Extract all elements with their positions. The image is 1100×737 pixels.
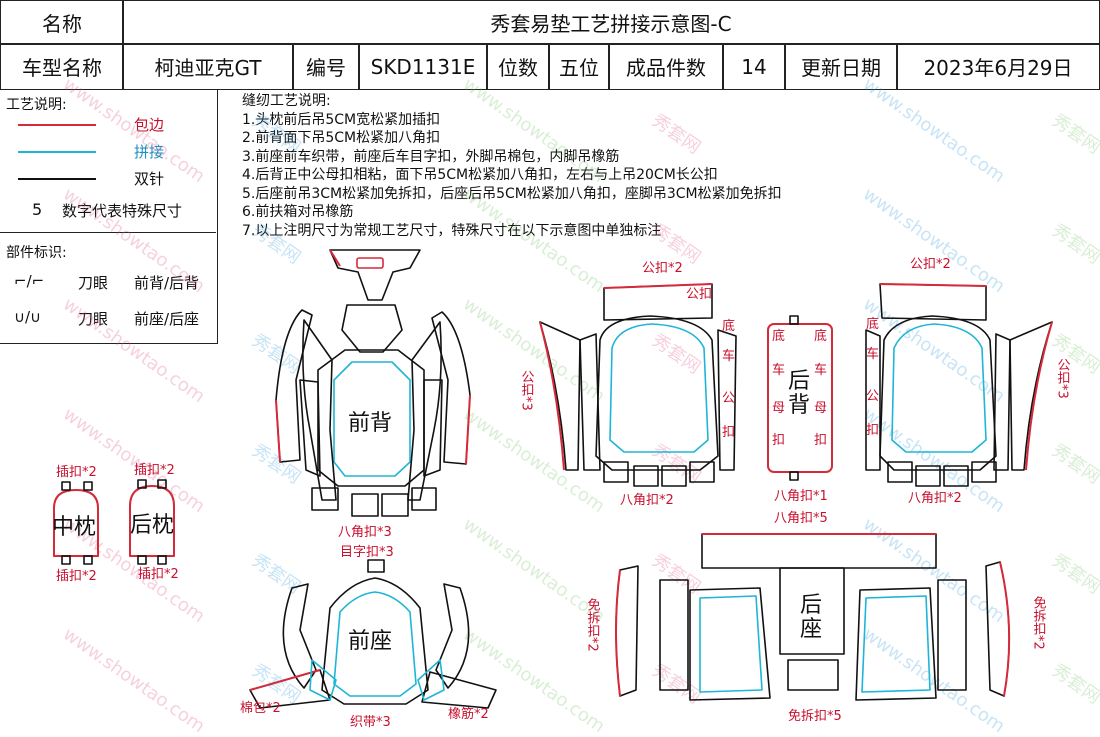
sewing-notes: 缝纫工艺说明: 1.头枕前后吊5CM宽松紧加插扣 2.前背面下吊5CM松紧加八角… [242, 92, 782, 240]
octa5-label: 八角扣*5 [774, 511, 828, 526]
parts-title: 部件标识: [6, 245, 67, 261]
special-text: 数字代表特殊尺寸 [62, 202, 183, 220]
side-di-label: 底 [772, 328, 785, 344]
rear-seat-label-2: 座 [800, 617, 822, 642]
part1-text: 刀眼 [78, 274, 109, 292]
note-line: 3.前座前车织带，前座后车目字扣，外脚吊棉包，内脚吊橡筋 [242, 148, 620, 165]
legend-divider [0, 232, 216, 233]
male3-label-left: 公扣*3 [519, 370, 535, 411]
pieces-label: 成品件数 [608, 43, 724, 90]
side-di-label: 底 [814, 328, 827, 344]
side-che-label: 车 [772, 362, 785, 378]
splice-line-sample [18, 151, 96, 153]
double-line-sample [18, 178, 96, 180]
part1-symbol: ⌐/⌐ [14, 272, 45, 290]
mid-pillow-piece [53, 481, 99, 565]
male-small-label: 公扣 [686, 287, 712, 302]
front-back-piece [275, 249, 471, 517]
web3-label: 织带*3 [350, 715, 391, 730]
code-value: SKD1131E [358, 43, 488, 90]
rear-back-center-piece [767, 315, 833, 481]
pieces-value: 14 [722, 43, 786, 90]
part1-desc: 前背/后背 [134, 274, 200, 292]
note-line: 4.后背正中公母扣相粘，面下吊5CM松紧加八角扣，左右与上吊20CM长公扣 [242, 167, 718, 183]
side-kou-label: 扣 [866, 423, 879, 438]
rear-back-right-piece [865, 283, 1053, 487]
mid-pillow-label: 中枕 [52, 515, 96, 540]
free2-label-right: 免拆扣*2 [1031, 596, 1047, 650]
side-gong-label: 公 [722, 391, 735, 406]
header-table: 名称 秀套易垫工艺拼接示意图-C 车型名称 柯迪亚克GT 编号 SKD1131E… [0, 0, 1100, 90]
clip-label: 插扣*2 [56, 569, 97, 584]
edge-line-sample [18, 124, 96, 126]
side-che-label: 车 [814, 362, 827, 378]
free5-label: 免拆扣*5 [788, 709, 842, 724]
cotton2-label: 棉包*2 [240, 701, 281, 716]
side-che-label: 车 [866, 346, 879, 362]
rear-seat-piece [615, 533, 1011, 701]
rear-back-label-1: 后 [788, 369, 810, 394]
special-num: 5 [32, 200, 43, 219]
part2-symbol: ∪/∪ [14, 308, 42, 326]
octa2-label: 八角扣*2 [908, 491, 962, 506]
model-label: 车型名称 [0, 43, 124, 90]
notes-title: 缝纫工艺说明: [242, 93, 331, 109]
seats-label: 位数 [486, 43, 550, 90]
front-seat-label: 前座 [348, 629, 392, 654]
side-di-label: 底 [722, 318, 735, 334]
date-value: 2023年6月29日 [896, 43, 1100, 90]
side-kou-label: 扣 [722, 425, 735, 440]
side-kou-label: 扣 [772, 433, 785, 448]
code-label: 编号 [292, 43, 360, 90]
legend-splice-label: 拼接 [134, 143, 165, 161]
front-back-label: 前背 [348, 411, 392, 436]
legend-edge-label: 包边 [134, 116, 165, 134]
clip-label: 插扣*2 [56, 465, 97, 480]
part2-desc: 前座/后座 [134, 310, 200, 328]
model-value: 柯迪亚克GT [122, 43, 294, 90]
eye3-label: 目字扣*3 [340, 545, 394, 560]
rear-seat-label-1: 后 [800, 593, 822, 618]
side-kou-label: 扣 [814, 433, 827, 448]
note-line: 6.前扶箱对吊橡筋 [242, 204, 354, 220]
legend-panel: 工艺说明: 包边 拼接 双针 5 数字代表特殊尺寸 部件标识: ⌐/⌐ 刀眼 前… [0, 90, 218, 344]
octa1-label: 八角扣*1 [774, 489, 828, 504]
octa3-label: 八角扣*3 [338, 525, 392, 540]
side-mu-label: 母 [772, 401, 785, 416]
male3-label-right: 公扣*3 [1055, 358, 1071, 399]
clip-label: 插扣*2 [134, 463, 175, 478]
male2-label: 公扣*2 [910, 257, 951, 272]
part2-text: 刀眼 [78, 310, 109, 328]
clip-label: 插扣*2 [138, 567, 179, 582]
seats-value: 五位 [548, 43, 610, 90]
name-label: 名称 [0, 0, 124, 45]
rear-pillow-piece [129, 479, 175, 565]
note-line: 1.头枕前后吊5CM宽松紧加插扣 [242, 111, 441, 128]
male2-label: 公扣*2 [642, 261, 683, 276]
note-line: 7.以上注明尺寸为常规工艺尺寸，特殊尺寸在以下示意图中单独标注 [242, 222, 662, 239]
side-mu-label: 母 [814, 401, 827, 416]
legend-double-label: 双针 [134, 170, 165, 188]
side-di-label: 底 [866, 316, 879, 332]
side-che-label: 车 [722, 348, 735, 364]
note-line: 5.后座前吊3CM松紧加免拆扣，后座后吊5CM松紧加八角扣，座脚吊3CM松紧加免… [242, 185, 782, 202]
rubber2-label: 橡筋*2 [448, 706, 489, 722]
rear-back-left-piece [539, 283, 737, 487]
front-seat-piece [249, 559, 497, 709]
free2-label-left: 免拆扣*2 [585, 598, 601, 652]
doc-title: 秀套易垫工艺拼接示意图-C [122, 0, 1100, 45]
legend-title: 工艺说明: [6, 97, 67, 113]
side-gong-label: 公 [866, 389, 879, 404]
rear-back-label-2: 背 [788, 393, 810, 418]
rear-pillow-label: 后枕 [130, 513, 174, 538]
octa2-label: 八角扣*2 [620, 493, 674, 508]
date-label: 更新日期 [784, 43, 898, 90]
note-line: 2.前背面下吊5CM松紧加八角扣 [242, 130, 441, 146]
